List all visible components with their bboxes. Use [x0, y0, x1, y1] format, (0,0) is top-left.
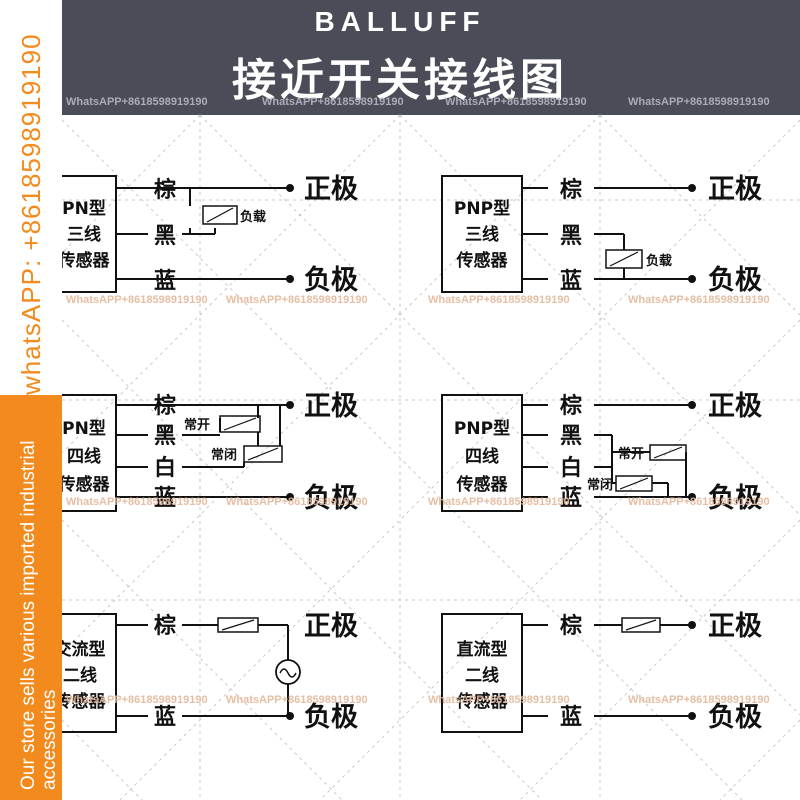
sensor-label: 传感器	[58, 474, 111, 495]
sensor-label: 传感器	[54, 691, 107, 712]
normally-closed-switch	[243, 445, 283, 463]
negative-label: 负极	[304, 702, 358, 733]
sensor-label: PN型	[62, 418, 106, 439]
watermark: WhatsAPP+8618598919190	[628, 694, 770, 706]
sensor-label: 四线	[67, 446, 101, 467]
terminal-dot	[688, 712, 696, 720]
sidebar-phone-panel: whatsAPP: +8618598919190	[0, 0, 62, 395]
sensor-label: PN型	[62, 198, 106, 219]
sensor-box-pnp-4wire	[441, 394, 523, 512]
page-title: 接近开关接线图	[232, 55, 568, 106]
wire-label-blue: 蓝	[560, 269, 582, 294]
wire-label-brown: 棕	[560, 177, 582, 203]
wire-label-black: 黑	[560, 224, 582, 249]
wire-label-brown: 棕	[560, 393, 582, 419]
sensor-label: 二线	[63, 665, 97, 686]
positive-label: 正极	[708, 391, 762, 422]
wire-label-brown: 棕	[154, 613, 176, 639]
watermark: WhatsAPP+8618598919190	[66, 96, 208, 108]
sensor-label: 传感器	[456, 691, 509, 712]
negative-label: 负极	[304, 483, 358, 514]
watermark: WhatsAPP+8618598919190	[628, 96, 770, 108]
sensor-label: PNP型	[454, 198, 510, 219]
load-resistor	[202, 205, 238, 225]
load-label: 负载	[240, 209, 266, 225]
wire-label-blue: 蓝	[560, 486, 582, 511]
wire-label-brown: 棕	[154, 393, 176, 419]
normally-open-switch	[219, 415, 261, 433]
sensor-label: 交流型	[55, 639, 106, 660]
wire-label-blue: 蓝	[154, 486, 176, 511]
sensor-label: 三线	[67, 224, 101, 245]
terminal-dot	[688, 275, 696, 283]
normally-open-label: 常开	[618, 446, 644, 462]
negative-label: 负极	[708, 483, 762, 514]
normally-open-label: 常开	[184, 417, 210, 433]
terminal-dot	[286, 184, 294, 192]
wire-label-black: 黑	[560, 424, 582, 449]
wire-label-black: 黑	[154, 424, 176, 449]
terminal-dot	[286, 712, 294, 720]
sensor-label: 传感器	[456, 474, 509, 495]
terminal-dot	[688, 621, 696, 629]
sensor-box-dc-2wire	[441, 613, 523, 733]
sensor-label: 三线	[465, 224, 499, 245]
watermark: WhatsAPP+8618598919190	[445, 96, 587, 108]
sidebar-store-panel: Our store sells various imported industr…	[0, 395, 62, 800]
terminal-dot	[286, 275, 294, 283]
terminal-dot	[688, 493, 696, 501]
watermark: WhatsAPP+8618598919190	[428, 294, 570, 306]
watermark: WhatsAPP+8618598919190	[628, 294, 770, 306]
terminal-dot	[286, 493, 294, 501]
positive-label: 正极	[304, 174, 358, 205]
sensor-label: 二线	[465, 665, 499, 686]
brand-logo: BALLUFF	[314, 6, 486, 37]
watermark: WhatsAPP+8618598919190	[226, 294, 368, 306]
watermark: WhatsAPP+8618598919190	[66, 496, 208, 508]
watermark: WhatsAPP+8618598919190	[66, 694, 208, 706]
watermark: WhatsAPP+8618598919190	[66, 294, 208, 306]
wire-label-blue: 蓝	[154, 269, 176, 294]
sensor-label: 直流型	[457, 639, 508, 660]
sensor-label: 传感器	[456, 250, 509, 271]
watermark: WhatsAPP+8618598919190	[226, 496, 368, 508]
negative-label: 负极	[304, 265, 358, 296]
positive-label: 正极	[304, 391, 358, 422]
normally-closed-label: 常闭	[587, 477, 613, 493]
sidebar-phone-text: whatsAPP: +8618598919190	[16, 33, 46, 395]
wire-label-brown: 棕	[560, 613, 582, 639]
sensor-label: PNP型	[454, 418, 510, 439]
watermark: WhatsAPP+8618598919190	[428, 496, 570, 508]
watermark: WhatsAPP+8618598919190	[262, 96, 404, 108]
negative-label: 负极	[708, 265, 762, 296]
wire-label-white: 白	[154, 455, 176, 481]
wire-label-blue: 蓝	[560, 705, 582, 730]
positive-label: 正极	[304, 611, 358, 642]
background-grid	[61, 114, 800, 800]
sensor-label: 传感器	[58, 250, 111, 271]
wire-label-black: 黑	[154, 224, 176, 249]
wire-label-brown: 棕	[154, 177, 176, 203]
watermark: WhatsAPP+8618598919190	[428, 694, 570, 706]
normally-closed-label: 常闭	[211, 447, 237, 463]
wire-label-blue: 蓝	[154, 705, 176, 730]
header-bar: BALLUFF 接近开关接线图	[0, 0, 800, 115]
terminal-dot	[286, 401, 294, 409]
load-resistor	[605, 249, 643, 269]
terminal-dot	[688, 401, 696, 409]
negative-label: 负极	[708, 702, 762, 733]
watermark: WhatsAPP+8618598919190	[628, 496, 770, 508]
sensor-label: 四线	[465, 446, 499, 467]
wire-label-white: 白	[560, 455, 582, 481]
terminal-dot	[688, 184, 696, 192]
load-label: 负载	[646, 253, 672, 269]
watermark: WhatsAPP+8618598919190	[226, 694, 368, 706]
positive-label: 正极	[708, 174, 762, 205]
sidebar-store-text: Our store sells various imported industr…	[18, 440, 60, 790]
positive-label: 正极	[708, 611, 762, 642]
